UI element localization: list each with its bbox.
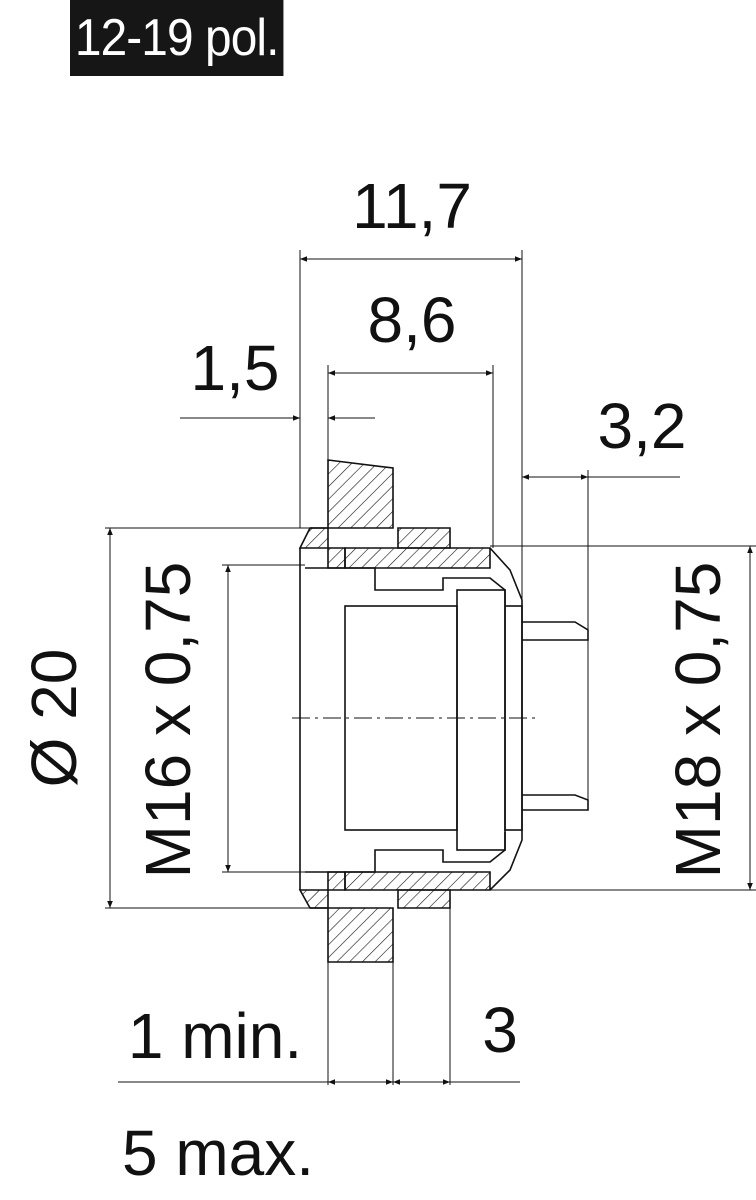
label-diameter: Ø 20 xyxy=(18,649,90,788)
ring-section-bottom xyxy=(344,871,491,891)
label-thread-rear: M18 x 0,75 xyxy=(662,562,734,879)
label-width-overall: 11,7 xyxy=(352,170,472,242)
panel-section-bottom xyxy=(327,907,394,963)
label-panel-max: 5 max. xyxy=(122,1117,314,1189)
housing-outline xyxy=(299,527,506,909)
contact-pin-bottom xyxy=(522,794,589,811)
pole-range-badge: 12-19 pol. xyxy=(70,0,284,76)
label-thread-front: M16 x 0,75 xyxy=(132,562,204,879)
contact-pin-top xyxy=(522,621,589,641)
rear-body xyxy=(489,547,523,891)
ring-section-top xyxy=(344,547,491,569)
nut-section-bottom xyxy=(397,889,451,909)
label-width-inner: 8,6 xyxy=(368,284,457,356)
insert-collar xyxy=(456,589,506,851)
front-flange-bottom xyxy=(298,871,346,909)
label-nut: 3 xyxy=(482,994,518,1066)
front-flange xyxy=(298,527,346,569)
panel-section-top xyxy=(327,459,394,529)
label-pin-length: 3,2 xyxy=(598,390,687,462)
label-flange: 1,5 xyxy=(191,332,280,404)
nut-section-top xyxy=(397,527,451,549)
label-panel-min: 1 min. xyxy=(128,1000,302,1072)
